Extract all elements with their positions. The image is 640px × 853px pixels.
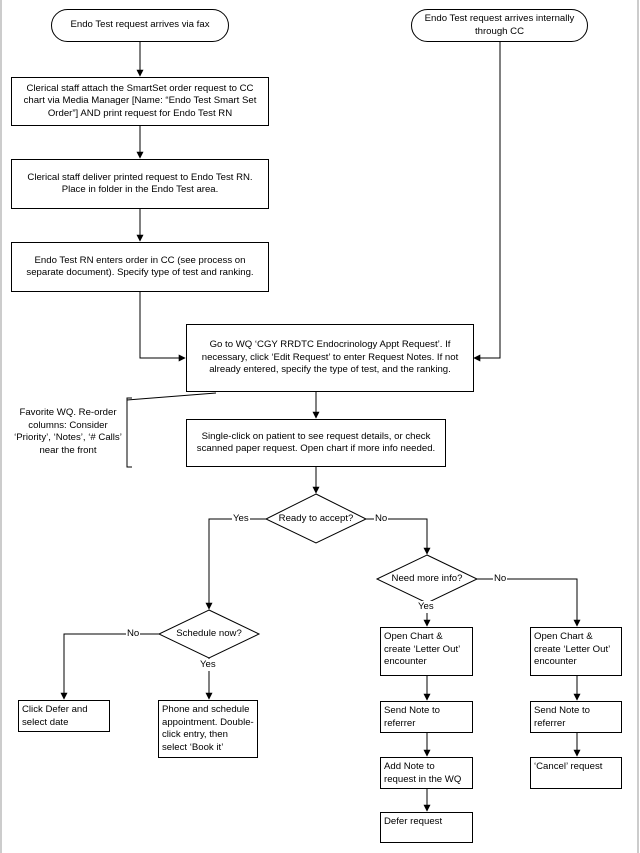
terminal-fax: Endo Test request arrives via fax (51, 9, 229, 42)
ready-diamond-shape (264, 493, 368, 544)
process-defer-request: Defer request (380, 812, 473, 843)
annotation-favorite-wq: Favorite WQ. Re-order columns: Consider … (14, 407, 122, 456)
process-go-to-wq: Go to WQ ‘CGY RRDTC Endocrinology Appt R… (186, 324, 474, 392)
process-clerical-attach: Clerical staff attach the SmartSet order… (11, 77, 269, 126)
label-info-yes: Yes (417, 601, 435, 613)
arrow-moreinfo-no (477, 578, 581, 627)
decision-schedule-now: Schedule now? (176, 628, 242, 639)
decision-need-more-info: Need more info? (391, 573, 463, 584)
process-cancel-request: ‘Cancel’ request (530, 757, 622, 789)
arrow-ready-yes (205, 518, 266, 610)
decision-ready-to-accept: Ready to accept? (278, 513, 354, 524)
process-send-note-a: Send Note to referrer (380, 701, 473, 733)
label-ready-yes: Yes (232, 513, 250, 525)
process-click-defer: Click Defer and select date (18, 700, 110, 732)
process-single-click: Single-click on patient to see request d… (186, 419, 446, 467)
arrow-schedule-no (60, 633, 159, 700)
label-info-no: No (493, 573, 508, 585)
arrow-internal-to-wq (473, 42, 501, 362)
process-rn-enters: Endo Test RN enters order in CC (see pro… (11, 242, 269, 292)
annotation-leader-line (126, 392, 217, 401)
process-add-note: Add Note to request in the WQ (380, 757, 473, 789)
terminal-internal: Endo Test request arrives internally thr… (411, 9, 588, 42)
process-send-note-b: Send Note to referrer (530, 701, 622, 733)
process-open-chart-a: Open Chart & create ‘Letter Out’ encount… (380, 627, 473, 676)
label-schedule-yes: Yes (199, 659, 217, 671)
process-phone-schedule: Phone and schedule appointment. Double-c… (158, 700, 258, 758)
process-clerical-deliver: Clerical staff deliver printed request t… (11, 159, 269, 209)
arrow-rn-to-wq (139, 292, 186, 362)
annotation-bracket (126, 397, 132, 468)
process-open-chart-b: Open Chart & create ‘Letter Out’ encount… (530, 627, 622, 676)
label-schedule-no: No (126, 628, 141, 640)
label-ready-no: No (374, 513, 389, 525)
